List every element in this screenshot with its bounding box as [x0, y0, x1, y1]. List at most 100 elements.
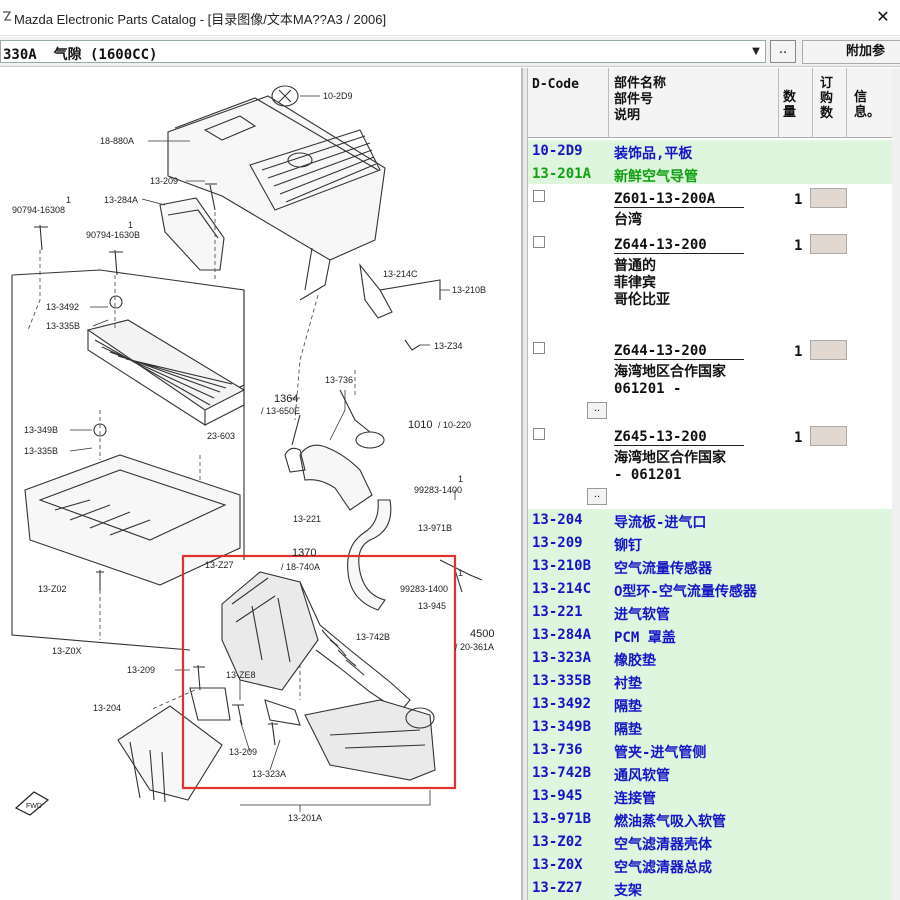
additional-params-button[interactable]: 附加参: [802, 40, 900, 64]
callout-13-736[interactable]: 13-736: [325, 375, 353, 385]
order-qty-input[interactable]: [810, 426, 847, 446]
order-qty-input[interactable]: [810, 188, 847, 208]
callout-13-z0x[interactable]: 13-Z0X: [52, 646, 82, 656]
callout-13-3492[interactable]: 13-3492: [46, 302, 79, 312]
variant-desc: 海湾地区合作国家: [614, 450, 726, 466]
header-description[interactable]: 说明: [614, 108, 641, 123]
callout-13-z27[interactable]: 13-Z27: [205, 560, 234, 570]
callout-13-209[interactable]: 13-209: [150, 176, 178, 186]
variant-part-number[interactable]: Z645-13-200: [614, 430, 744, 446]
callout-13-335b[interactable]: 13-335B: [46, 321, 80, 331]
callout-1364[interactable]: 1364: [274, 393, 298, 405]
callout-13-z34[interactable]: 13-Z34: [434, 341, 463, 351]
header-order-qty[interactable]: 订购数: [820, 76, 834, 121]
variant-qty: 1: [794, 344, 803, 360]
part-name: 空气流量传感器: [614, 561, 712, 577]
part-name: 管夹-进气管侧: [614, 745, 707, 761]
callout-13-349b[interactable]: 13-349B: [24, 425, 58, 435]
browse-button[interactable]: ..: [770, 40, 796, 63]
header-part-number[interactable]: 部件号: [614, 92, 654, 107]
callout-99283-1400[interactable]: 99283-1400: [414, 485, 462, 495]
callout-13-z02[interactable]: 13-Z02: [38, 584, 67, 594]
illustration-selector[interactable]: 330A 气隙 (1600CC) ▼: [0, 40, 766, 63]
variant-qty: 1: [794, 430, 803, 446]
callout-10-220[interactable]: / 10-220: [438, 420, 471, 430]
variant-checkbox[interactable]: [533, 428, 545, 440]
variant-checkbox[interactable]: [533, 342, 545, 354]
variant-part-number[interactable]: Z644-13-200: [614, 238, 744, 254]
parts-row-selected[interactable]: 13-201A 新鲜空气导管: [528, 163, 900, 186]
callout-4500[interactable]: 4500: [470, 628, 494, 640]
exploded-parts-diagram[interactable]: FWD 10-2D9 18-880A 13-209 1 90794-16308 …: [0, 68, 522, 900]
part-dcode: 13-204: [532, 512, 583, 528]
app-icon: [3, 11, 12, 21]
callout-18-880a[interactable]: 18-880A: [100, 136, 134, 146]
callout-13-971b[interactable]: 13-971B: [418, 523, 452, 533]
callout-13-209-mid[interactable]: 13-209: [127, 665, 155, 675]
parts-row[interactable]: 10-2D9 装饰品,平板: [528, 140, 900, 163]
callout-13-742b[interactable]: 13-742B: [356, 632, 390, 642]
callout-13-214c[interactable]: 13-214C: [383, 269, 418, 279]
callout-18-740a[interactable]: / 18-740A: [281, 562, 320, 572]
callout-13-323a[interactable]: 13-323A: [252, 769, 286, 779]
variant-part-number[interactable]: Z644-13-200: [614, 344, 744, 360]
callout-90794-16308[interactable]: 90794-16308: [12, 205, 65, 215]
qty-1-b: 1: [128, 220, 133, 230]
callout-13-221[interactable]: 13-221: [293, 514, 321, 524]
part-dcode: 13-335B: [532, 673, 592, 689]
header-quantity[interactable]: 数量: [783, 90, 797, 120]
callout-13-335b-2[interactable]: 13-335B: [24, 446, 58, 456]
close-window-button[interactable]: ✕: [866, 2, 900, 34]
callout-10-2d9[interactable]: 10-2D9: [323, 91, 353, 101]
part-dcode: 13-284A: [532, 627, 592, 643]
variant-checkbox[interactable]: [533, 236, 545, 248]
callout-13-204[interactable]: 13-204: [93, 703, 121, 713]
order-qty-input[interactable]: [810, 234, 847, 254]
header-dcode[interactable]: D-Code: [532, 77, 579, 92]
part-dcode: 13-Z02: [532, 834, 583, 850]
callout-13-209-low[interactable]: 13-209: [229, 747, 257, 757]
callout-13-284a[interactable]: 13-284A: [104, 195, 138, 205]
callout-20-361a[interactable]: / 20-361A: [455, 642, 494, 652]
part-name: 隔垫: [614, 722, 642, 738]
header-info[interactable]: 信息。: [854, 90, 881, 120]
variant-part-number[interactable]: Z601-13-200A: [614, 192, 744, 208]
order-qty-input[interactable]: [810, 340, 847, 360]
vertical-scrollbar[interactable]: [892, 68, 900, 900]
callout-90794-1630b[interactable]: 90794-1630B: [86, 230, 140, 240]
callout-99283-1400-2[interactable]: 99283-1400: [400, 584, 448, 594]
variant-checkbox[interactable]: [533, 190, 545, 202]
callout-13-945[interactable]: 13-945: [418, 601, 446, 611]
callout-13-210b[interactable]: 13-210B: [452, 285, 486, 295]
panel-splitter[interactable]: [522, 68, 528, 900]
callout-23-603[interactable]: 23-603: [207, 431, 235, 441]
parts-list-panel: D-Code 部件名称 部件号 说明 数量 订购数 信息。 10-2D9 装饰品…: [528, 68, 900, 900]
callout-1010[interactable]: 1010: [408, 419, 432, 431]
callout-13-201a[interactable]: 13-201A: [288, 813, 322, 823]
more-details-button[interactable]: ..: [587, 402, 607, 419]
header-part-name[interactable]: 部件名称: [614, 76, 667, 91]
callout-13-ze8[interactable]: 13-ZE8: [226, 670, 256, 680]
more-details-button[interactable]: ..: [587, 488, 607, 505]
callout-13-650e[interactable]: / 13-650E: [261, 406, 300, 416]
callout-1370[interactable]: 1370: [292, 547, 316, 559]
variant-qty: 1: [794, 238, 803, 254]
dropdown-arrow-icon[interactable]: ▼: [752, 46, 760, 57]
